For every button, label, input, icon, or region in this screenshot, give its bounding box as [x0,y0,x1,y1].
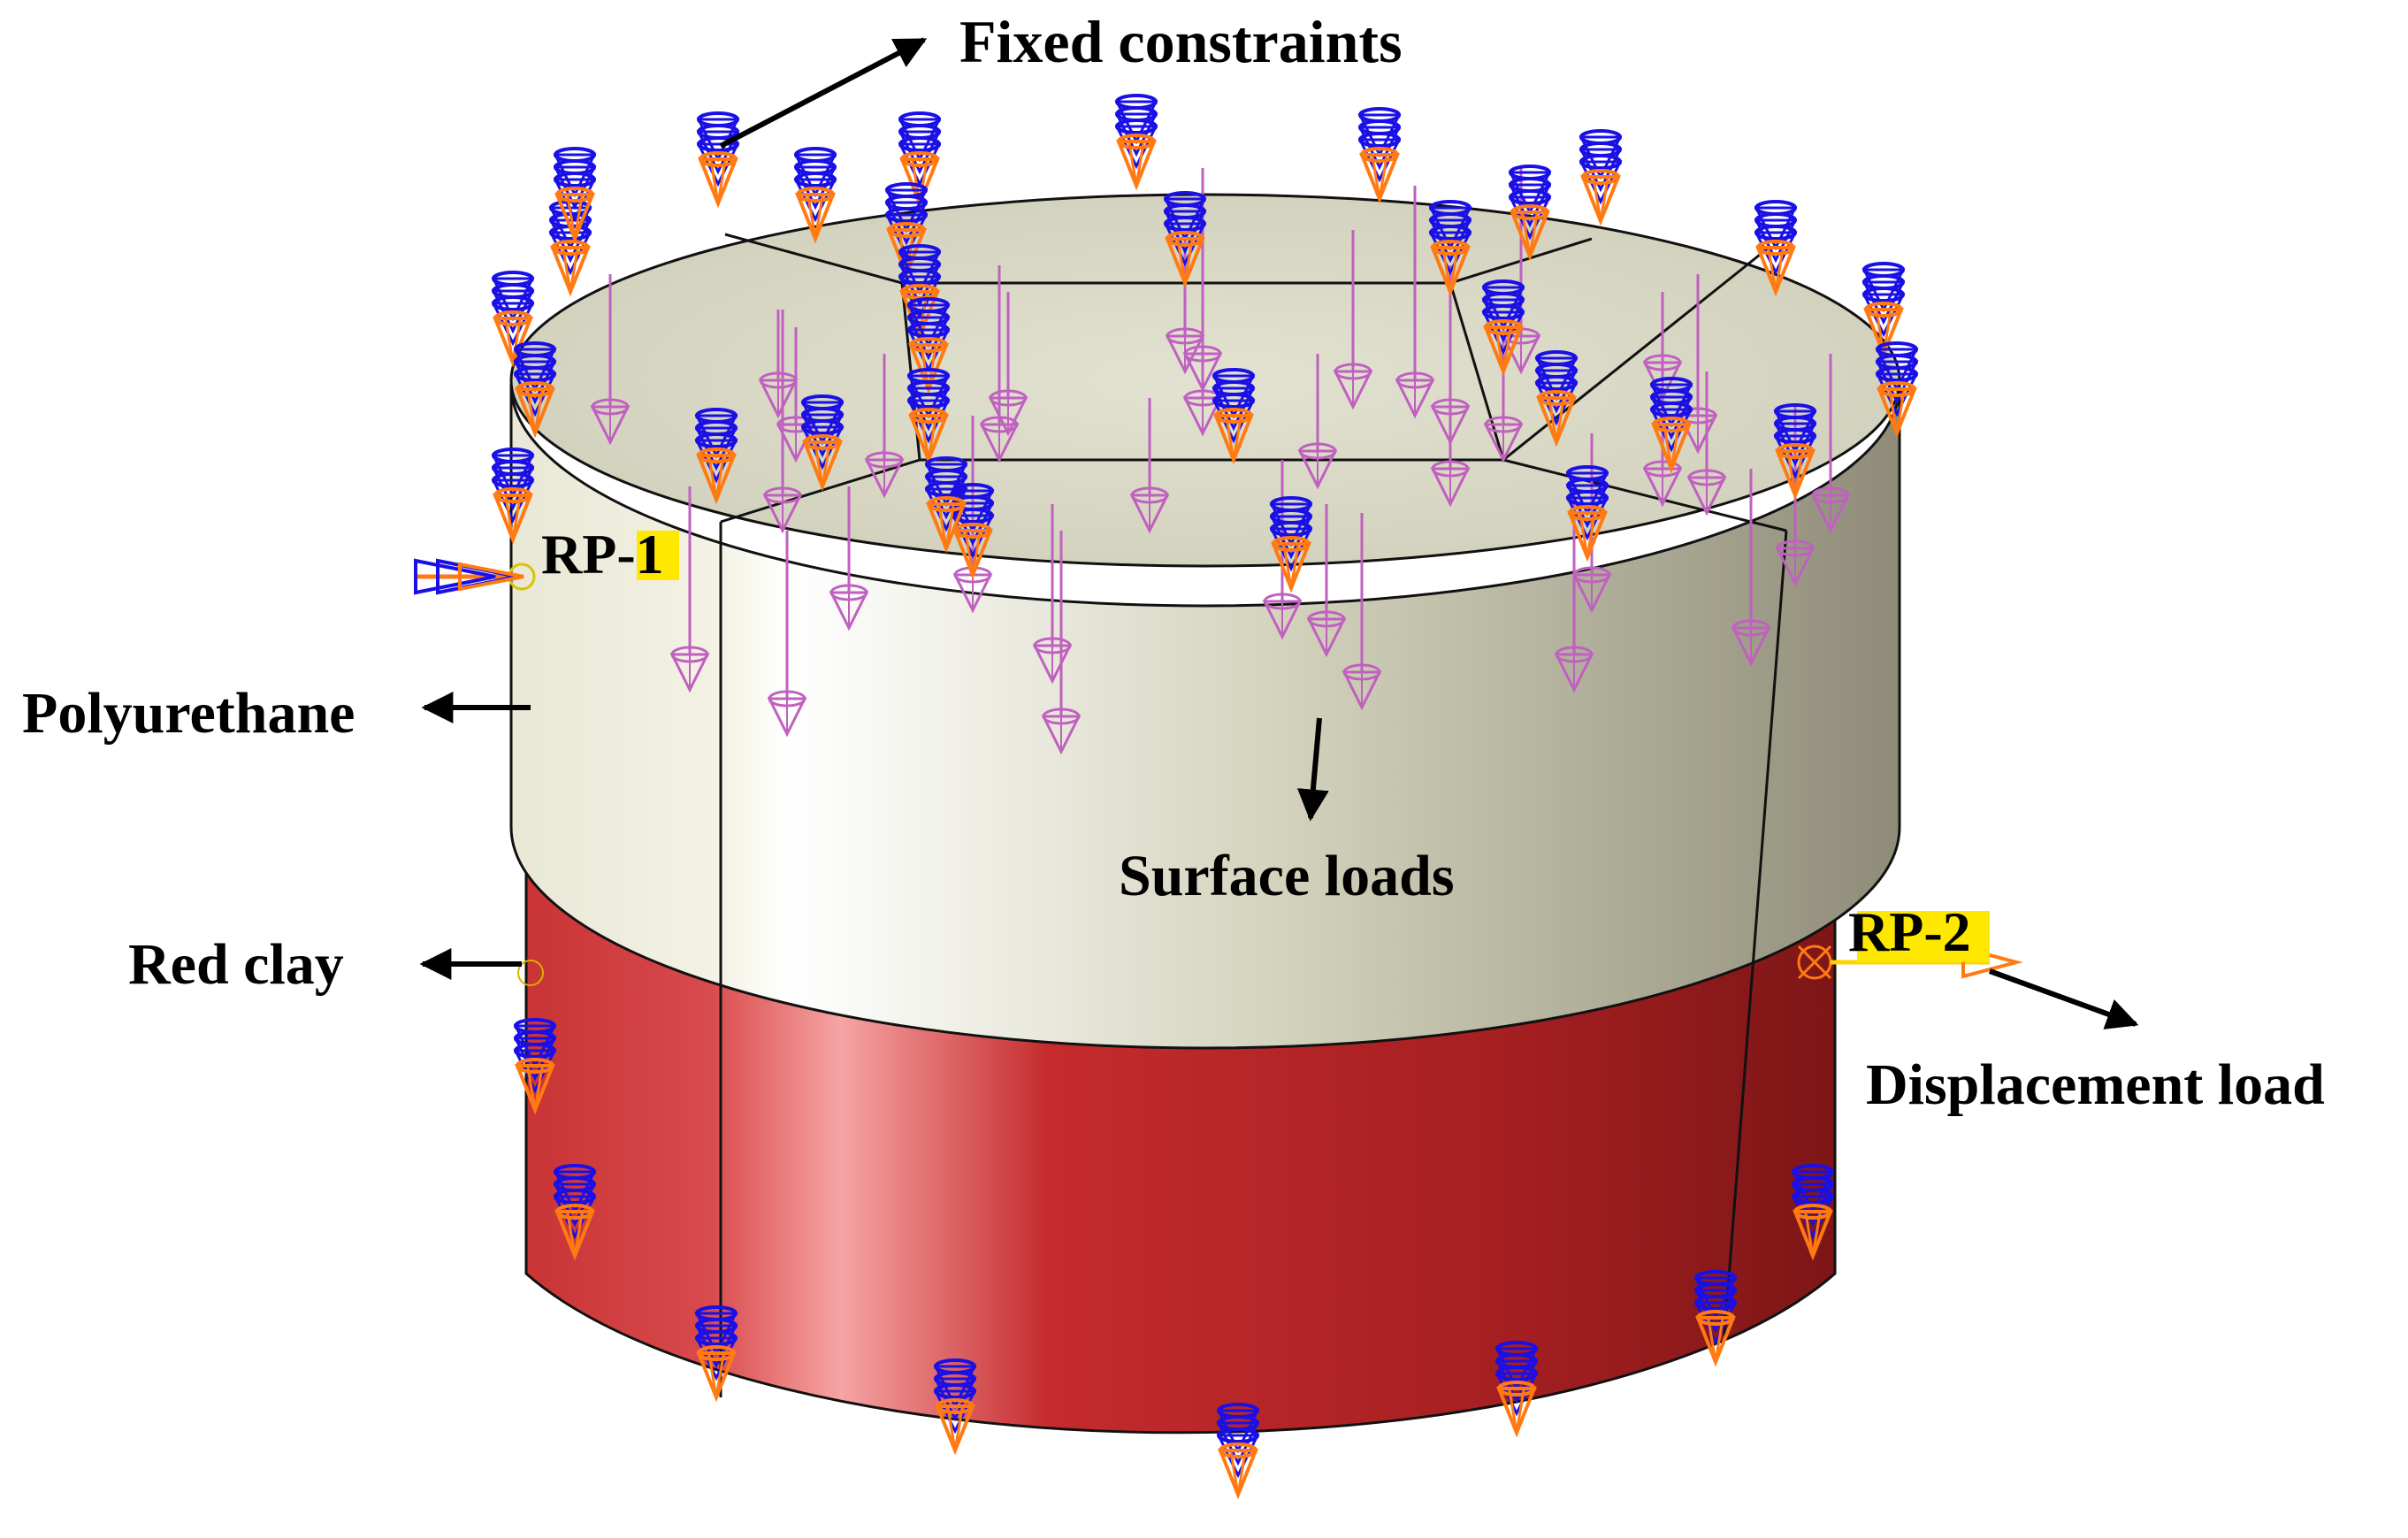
fixed-constraint-icon [1754,200,1798,297]
red-clay-label: Red clay [128,932,344,997]
fixed-constraint-icon [906,368,951,465]
rp1-label-highlight [637,531,679,580]
surface-load-arrow [590,274,631,446]
fixed-constraint-icon [951,483,995,580]
fixed-constraint-icon [1357,107,1402,204]
fixed-constraint-icon [553,1164,597,1261]
fixed-constraint-icon [1481,279,1525,377]
surface-load-arrow [1342,513,1382,711]
surface-load-arrow [1306,504,1347,658]
fixed-constraint-icon [1565,465,1609,562]
surface-load-arrow [669,486,710,693]
fixed-constraint-icon [800,394,845,492]
surface-load-arrow [762,310,803,534]
fixed-constraint-icon [513,1018,557,1115]
fixed-constraints-group [491,94,1919,1500]
surface-load-arrow [829,486,869,631]
fixed-constraint-icon [1861,262,1906,359]
fixed-constraint-icon [1494,1341,1539,1438]
fixed-constraint-icon [553,147,597,244]
fixed-constraint-icon [1212,368,1256,465]
fixed-constraint-icon [1791,1164,1835,1261]
surface-load-arrow [1810,354,1851,534]
rp1-constraint-icon [414,558,524,595]
rp2-label: RP-2 [1848,900,1971,963]
rp1-label: RP-1 [541,523,664,585]
leader-arrows [419,37,2139,1029]
fixed-constraint-icon [793,147,837,244]
rp1-marker [414,558,536,595]
surface-load-arrow [988,292,1028,437]
surface-load-arrow [1430,371,1471,508]
polyurethane-body [509,193,1901,1397]
fixed-constraint-icon [513,341,557,439]
rp2-label-group: RP-2 [1848,900,1990,963]
vertical-seam-lines [719,522,1788,1397]
fixed-constraint-icon [696,111,740,209]
surface-load-arrow [864,354,905,499]
fixed-constraint-icon [491,271,535,368]
fixed-constraint-icon [1875,341,1919,439]
fixed-constraint-icon [1508,165,1552,262]
fixed-constraint-icon [933,1358,977,1456]
surface-load-arrow [758,310,799,419]
fixed-constraint-icon [1114,94,1158,191]
fixed-constraints-label: Fixed constraints [959,8,1403,75]
fixed-constraints-leader [719,37,928,149]
polyurethane-label: Polyurethane [22,681,355,746]
fixed-constraint-icon [1649,377,1693,474]
fixed-constraint-icon [694,1305,738,1403]
fixed-constraint-icon [1534,350,1579,448]
rp1-label-group: RP-1 [541,523,679,585]
fixed-constraint-icon [1773,403,1817,501]
fixed-constraint-icon [1163,191,1207,288]
fixed-constraint-icon [1579,129,1623,226]
fixed-constraint-icon [1269,496,1313,593]
surface-load-arrow [1731,469,1771,667]
fixed-constraint-icon [898,111,942,209]
surface-loads-leader [1296,717,1329,822]
displacement-load-label: Displacement load [1866,1052,2325,1117]
red-clay-ref-circle [517,960,544,986]
surface-load-arrow [1041,531,1082,755]
rp2-label-highlight [1857,911,1990,962]
surface-load-arrow [1262,460,1303,640]
surface-load-arrow [1297,354,1338,490]
fixed-constraint-icon [1693,1270,1738,1367]
fixed-constraint-icon [924,456,968,554]
fixed-constraint-icon [1216,1403,1260,1500]
surface-loads-label: Surface loads [1119,844,1455,908]
displacement-load-leader [1988,968,2139,1029]
fixed-constraint-icon [1428,200,1472,297]
surface-load-arrow [1333,230,1373,410]
surface-load-arrow [1686,371,1727,516]
fixed-constraint-icon [694,408,738,505]
surface-load-arrow [1129,398,1170,534]
fixed-constraint-icon [491,448,535,545]
surface-load-arrow [767,531,807,738]
surface-load-arrow [1395,186,1435,419]
